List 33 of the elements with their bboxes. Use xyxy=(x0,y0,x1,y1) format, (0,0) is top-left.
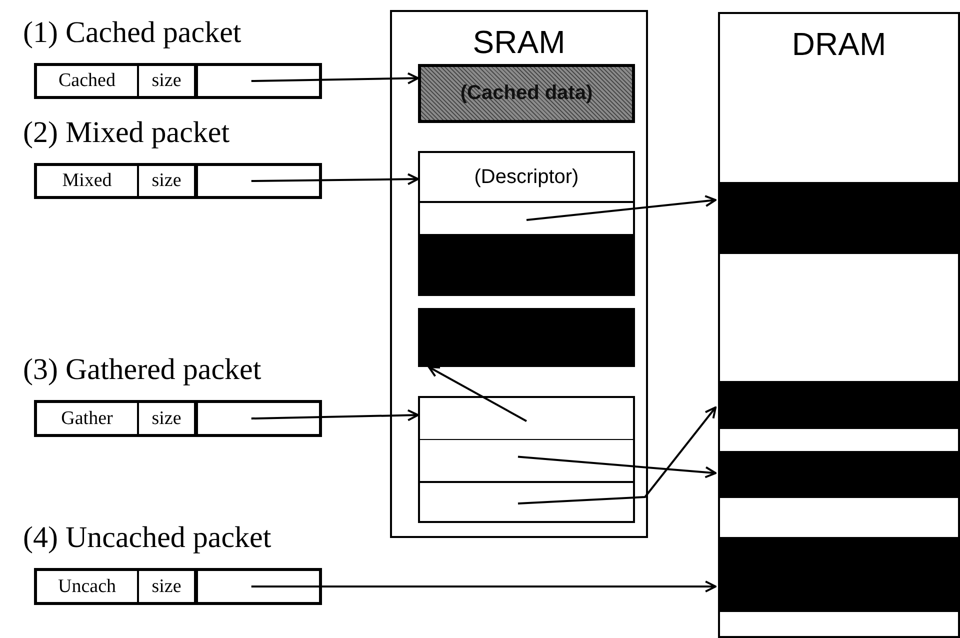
packet-field: size xyxy=(139,403,196,434)
memory-block xyxy=(718,12,960,638)
packet-field: size xyxy=(139,66,196,96)
packet-field: Uncach xyxy=(37,571,139,602)
data-bar xyxy=(718,451,960,498)
descriptor-row: (Descriptor) xyxy=(418,151,635,202)
data-bar xyxy=(418,308,635,367)
packet-heading: (1) Cached packet xyxy=(23,16,242,50)
memory-block xyxy=(390,10,648,538)
arrow xyxy=(251,580,717,592)
data-bar xyxy=(718,381,960,429)
arrow xyxy=(518,456,717,478)
memory-title: SRAM xyxy=(472,24,566,61)
packet-field: size xyxy=(139,166,196,196)
data-bar xyxy=(718,537,960,612)
arrow xyxy=(518,406,717,504)
packet-heading: (2) Mixed packet xyxy=(23,116,230,150)
data-bar xyxy=(718,182,960,254)
data-bar xyxy=(418,236,635,296)
arrow xyxy=(251,72,419,84)
memory-title: DRAM xyxy=(790,26,888,63)
arrow xyxy=(526,195,717,222)
packet-heading: (3) Gathered packet xyxy=(23,353,262,387)
cached-data-block: (Cached data) xyxy=(418,64,635,123)
packet-field: Cached xyxy=(37,66,139,96)
packet-field: size xyxy=(139,571,196,602)
packet-field: Gather xyxy=(37,403,139,434)
arrow xyxy=(428,366,527,422)
packet-heading: (4) Uncached packet xyxy=(23,521,272,555)
arrow xyxy=(251,409,419,422)
gather-list-box xyxy=(418,396,635,523)
arrow xyxy=(251,173,419,186)
packet-field: Mixed xyxy=(37,166,139,196)
